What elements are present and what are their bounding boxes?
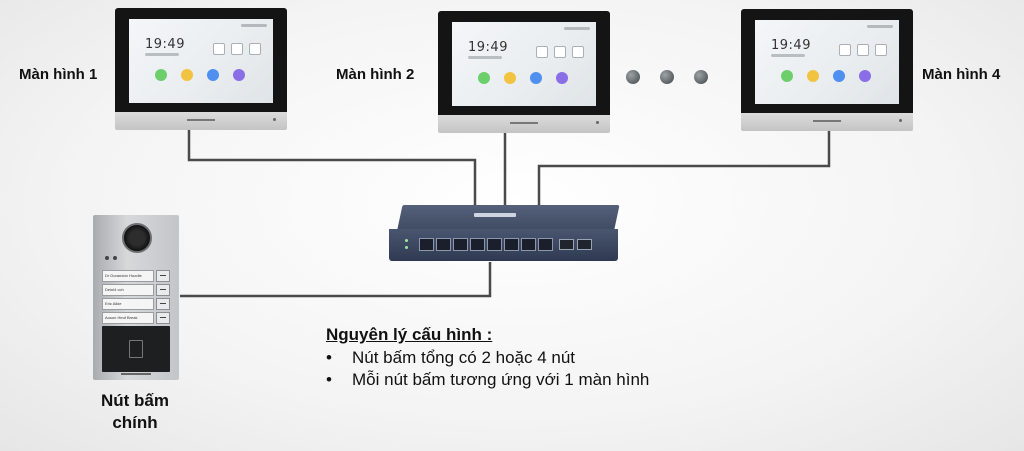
- door-station-label: Nút bấm chính: [101, 391, 169, 432]
- message-app-icon: [181, 69, 193, 81]
- settings-app-icon: [530, 72, 542, 84]
- ethernet-port: [521, 238, 536, 251]
- ellipsis-dot-icon: [660, 70, 674, 84]
- ethernet-port: [453, 238, 468, 251]
- clock-time: 19:49: [145, 37, 185, 52]
- ethernet-port: [504, 238, 519, 251]
- quick-icon: [231, 43, 243, 55]
- monitor-4-label: Màn hình 4: [922, 66, 1001, 83]
- quick-icon: [839, 44, 851, 56]
- call-button: [156, 312, 170, 324]
- brand-logo: [121, 373, 151, 375]
- wire-monitor-1: [187, 130, 477, 206]
- indicator-dot: [899, 119, 902, 122]
- quick-icon: [572, 46, 584, 58]
- message-app-icon: [807, 70, 819, 82]
- monitor-1: 19:49: [115, 8, 287, 130]
- clock-time: 19:49: [468, 40, 508, 55]
- quick-icon: [249, 43, 261, 55]
- name-plate: Auson Heuf Break: [102, 312, 154, 324]
- phone-app-icon: [781, 70, 793, 82]
- ethernet-port: [436, 238, 451, 251]
- ethernet-port: [538, 238, 553, 251]
- bullet: •: [326, 348, 332, 367]
- quick-icon: [875, 44, 887, 56]
- configuration-notes: Nguyên lý cấu hình : • Nút bấm tổng có 2 …: [326, 325, 649, 391]
- phone-app-icon: [155, 69, 167, 81]
- monitor-chin: [438, 115, 610, 133]
- status-led: [405, 246, 408, 249]
- quick-icon: [857, 44, 869, 56]
- clock-date: [771, 54, 805, 57]
- status-icons: [241, 24, 267, 27]
- monitor-screen: 19:49: [452, 22, 596, 106]
- ellipsis-dot-icon: [694, 70, 708, 84]
- ethernet-port: [470, 238, 485, 251]
- camera-icon: [122, 223, 152, 253]
- bullet: •: [326, 370, 332, 389]
- status-icons: [564, 27, 590, 30]
- monitor-chin: [741, 113, 913, 131]
- ellipsis-dot-icon: [626, 70, 640, 84]
- clock-date: [468, 56, 502, 59]
- name-plate: Deinl4 cch: [102, 284, 154, 296]
- sensor-dot: [105, 256, 109, 260]
- wire-monitor-4: [537, 130, 831, 206]
- gallery-app-icon: [859, 70, 871, 82]
- notes-title: Nguyên lý cấu hình :: [326, 325, 493, 344]
- wire-doorbell: [180, 262, 492, 298]
- message-app-icon: [504, 72, 516, 84]
- phone-app-icon: [478, 72, 490, 84]
- monitor-2: 19:49: [438, 11, 610, 133]
- monitor-screen: 19:49: [129, 19, 273, 103]
- door-station: Dr Dorandon Hoodie Deinl4 cch Eric Alkie…: [93, 215, 179, 380]
- brand-logo: [813, 120, 841, 122]
- sfp-port: [577, 239, 592, 250]
- ethernet-port: [419, 238, 434, 251]
- call-button: [156, 284, 170, 296]
- sfp-port: [559, 239, 574, 250]
- gallery-app-icon: [556, 72, 568, 84]
- monitor-1-label: Màn hình 1: [19, 66, 98, 83]
- status-led: [405, 239, 408, 242]
- monitor-4: 19:49: [741, 9, 913, 131]
- indicator-dot: [273, 118, 276, 121]
- monitor-chin: [115, 112, 287, 130]
- note-item: • Nút bấm tổng có 2 hoặc 4 nút: [326, 347, 649, 369]
- settings-app-icon: [207, 69, 219, 81]
- clock-date: [145, 53, 179, 56]
- brand-logo: [510, 122, 538, 124]
- note-text: Mỗi nút bấm tương ứng với 1 màn hình: [352, 370, 650, 389]
- quick-icon: [554, 46, 566, 58]
- quick-icon: [213, 43, 225, 55]
- card-reader: [102, 326, 170, 372]
- status-icons: [867, 25, 893, 28]
- call-button: [156, 270, 170, 282]
- monitor-2-label: Màn hình 2: [336, 66, 415, 83]
- sensor-dot: [113, 256, 117, 260]
- network-switch: [389, 205, 620, 263]
- switch-top: [397, 205, 620, 231]
- monitor-screen: 19:49: [755, 20, 899, 104]
- note-text: Nút bấm tổng có 2 hoặc 4 nút: [352, 348, 576, 367]
- gallery-app-icon: [233, 69, 245, 81]
- quick-icon: [536, 46, 548, 58]
- ethernet-port: [487, 238, 502, 251]
- name-plate: Eric Alkie: [102, 298, 154, 310]
- switch-brand-logo: [474, 213, 516, 217]
- call-button: [156, 298, 170, 310]
- settings-app-icon: [833, 70, 845, 82]
- brand-logo: [187, 119, 215, 121]
- indicator-dot: [596, 121, 599, 124]
- clock-time: 19:49: [771, 38, 811, 53]
- card-icon: [129, 340, 143, 358]
- note-item: • Mỗi nút bấm tương ứng với 1 màn hình: [326, 369, 649, 391]
- name-plate: Dr Dorandon Hoodie: [102, 270, 154, 282]
